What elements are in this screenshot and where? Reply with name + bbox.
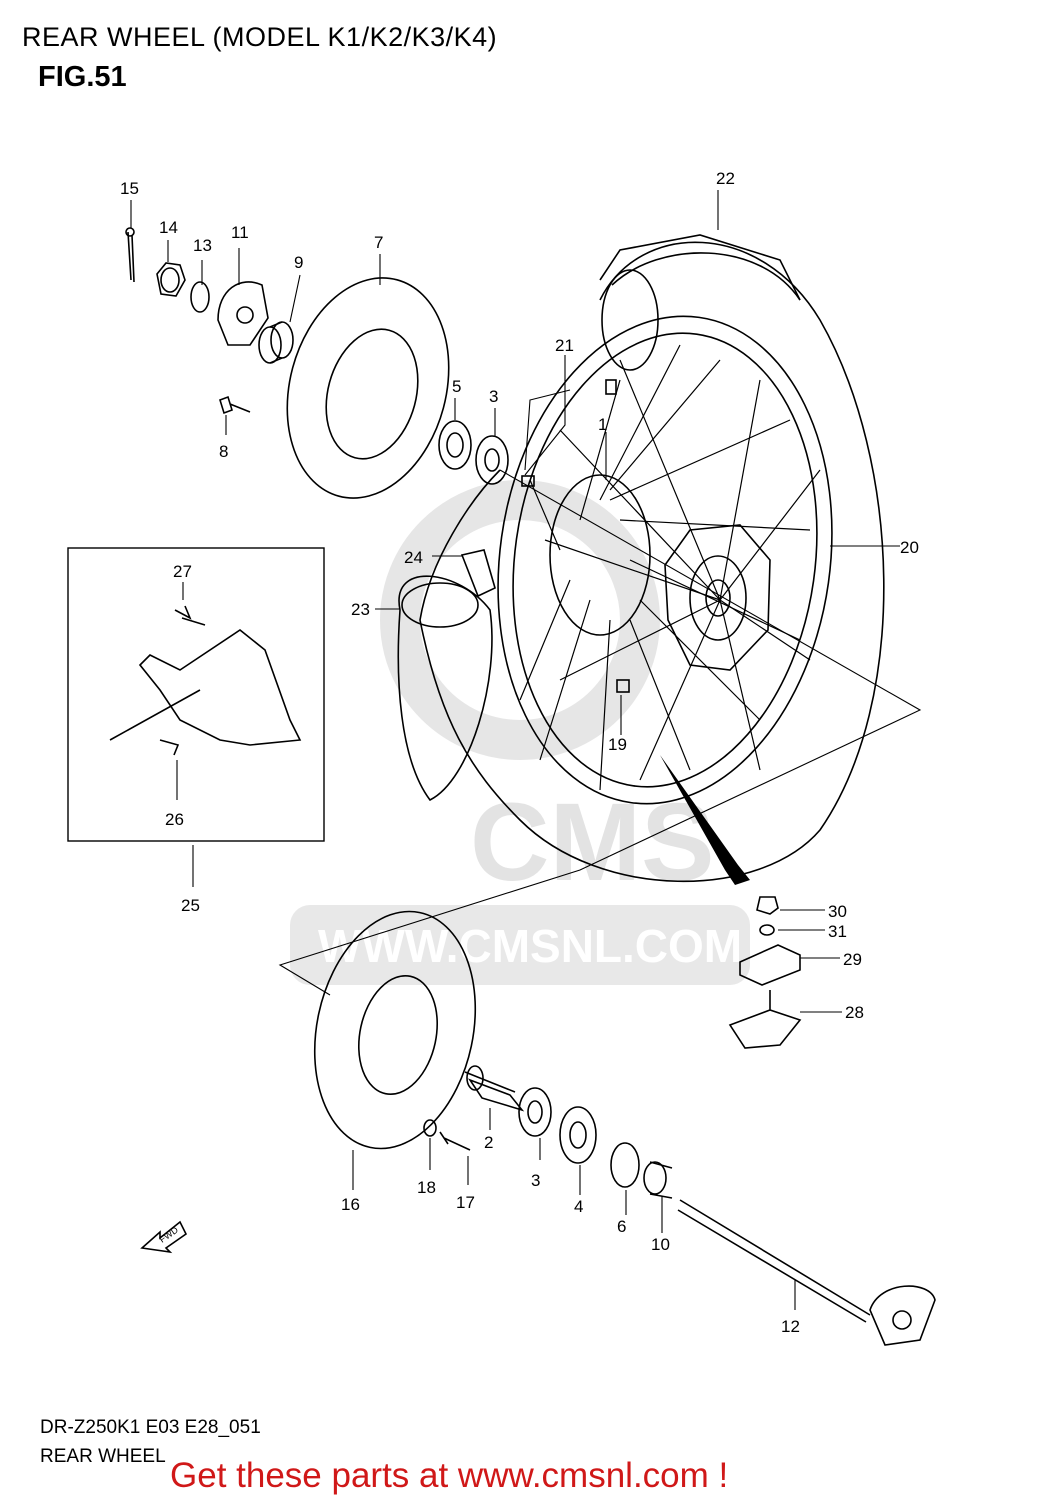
- callout-21: 21: [555, 336, 574, 355]
- callout-25: 25: [181, 896, 200, 915]
- callout-6: 6: [617, 1217, 626, 1236]
- figure-label: FIG.51: [38, 61, 127, 93]
- spokes-part: [519, 344, 821, 791]
- callout-28: 28: [845, 1003, 864, 1022]
- rim-part: [497, 315, 833, 805]
- leader-lines: [130, 190, 922, 1310]
- rear-axle-part: [677, 1199, 936, 1346]
- callout-14: 14: [159, 218, 178, 237]
- inner-tube-part: [397, 575, 493, 802]
- callout-5: 5: [452, 377, 461, 396]
- callout-18: 18: [417, 1178, 436, 1197]
- callout-2: 2: [484, 1133, 493, 1152]
- callout-15: 15: [120, 179, 139, 198]
- callout-10: 10: [651, 1235, 670, 1254]
- diagram-code: DR-Z250K1 E03 E28_051: [40, 1417, 261, 1438]
- callout-26: 26: [165, 810, 184, 829]
- spacer-part: [258, 321, 294, 364]
- rear-sprocket-part: [313, 910, 477, 1150]
- sprocket-bolt-part: [439, 1131, 471, 1151]
- callout-1: 1: [598, 415, 607, 434]
- callout-3: 3: [489, 387, 498, 406]
- axle-nut-part: [156, 262, 186, 297]
- callout-9: 9: [294, 253, 303, 272]
- wheel-hub-part: [549, 474, 771, 671]
- callout-11: 11: [231, 223, 249, 242]
- chain-buffer-part: [728, 896, 802, 1049]
- callout-16: 16: [341, 1195, 360, 1214]
- callout-4: 4: [574, 1197, 583, 1216]
- diagram-name: REAR WHEEL: [40, 1446, 166, 1467]
- callout-24: 24: [404, 548, 423, 567]
- callout-8: 8: [219, 442, 228, 461]
- callout-7: 7: [374, 233, 383, 252]
- callout-30: 30: [828, 902, 847, 921]
- callout-19: 19: [608, 735, 627, 754]
- brake-disc-part: [286, 277, 450, 499]
- callout-17: 17: [456, 1193, 475, 1212]
- wheel-spacer-part: [464, 1065, 525, 1112]
- page-title: REAR WHEEL (MODEL K1/K2/K3/K4): [22, 22, 498, 52]
- callout-3: 3: [531, 1171, 540, 1190]
- callout-13: 13: [193, 236, 212, 255]
- sprocket-washer-part: [423, 1119, 437, 1137]
- callout-29: 29: [843, 950, 862, 969]
- callout-20: 20: [900, 538, 919, 557]
- callout-22: 22: [716, 169, 735, 188]
- shop-link[interactable]: Get these parts at www.cmsnl.com !: [170, 1456, 729, 1495]
- callout-23: 23: [351, 600, 370, 619]
- fwd-arrow-icon: FWD: [140, 1220, 188, 1254]
- callout-27: 27: [173, 562, 192, 581]
- chain-guard-kit-part: [67, 547, 325, 842]
- chain-adjuster-part: [217, 281, 269, 346]
- pointer-wedge: [660, 755, 750, 885]
- cotter-pin-part: [125, 227, 135, 283]
- watermark: CMS WWW.CMSNL.COM: [290, 480, 750, 985]
- watermark-url: WWW.CMSNL.COM: [318, 920, 742, 972]
- oil-seal-part: [610, 1142, 640, 1188]
- wheel-bearing-part: [438, 420, 509, 485]
- watermark-brand: CMS: [470, 781, 714, 904]
- collar-part: [643, 1161, 673, 1199]
- callout-31: 31: [828, 922, 847, 941]
- valve-part: [460, 549, 496, 598]
- hub-bearing-part: [518, 1087, 597, 1164]
- washer-part: [190, 281, 210, 313]
- brake-disc-bolt-part: [219, 395, 251, 415]
- callout-12: 12: [781, 1317, 800, 1336]
